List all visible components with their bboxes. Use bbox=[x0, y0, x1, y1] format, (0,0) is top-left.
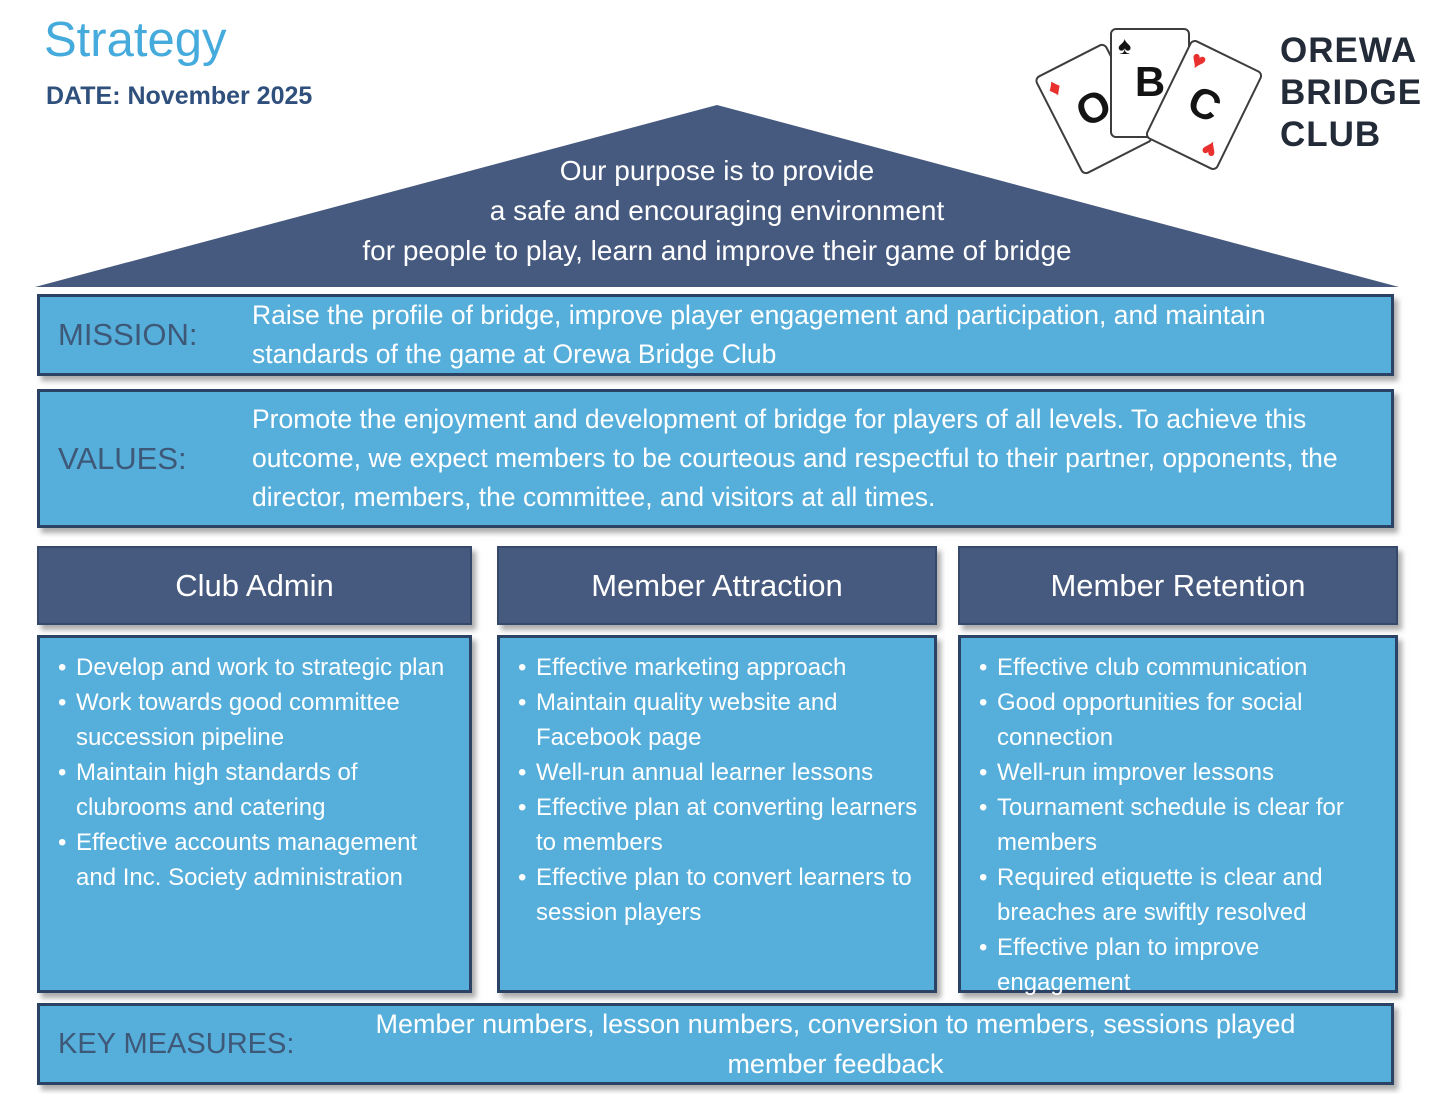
purpose-statement: Our purpose is to provide a safe and enc… bbox=[35, 151, 1399, 271]
bullet-item: Develop and work to strategic plan bbox=[56, 650, 461, 685]
club-name: OREWA BRIDGE CLUB bbox=[1280, 30, 1422, 156]
bullet-item: Effective plan to convert learners to se… bbox=[516, 860, 926, 930]
purpose-line: a safe and encouraging environment bbox=[489, 195, 945, 226]
key-measures-label: KEY MEASURES: bbox=[58, 1027, 295, 1060]
purpose-line: for people to play, learn and improve th… bbox=[362, 235, 1072, 266]
key-measures-line: Member numbers, lesson numbers, conversi… bbox=[375, 1009, 1296, 1039]
club-logo: ♦ O ♦ ♠ B ♠ ♥ C ♥ bbox=[1033, 22, 1282, 182]
pillar-club-admin: Club Admin Develop and work to strategic… bbox=[37, 546, 472, 993]
page-title: Strategy bbox=[44, 13, 227, 67]
mission-box: MISSION: Raise the profile of bridge, im… bbox=[37, 294, 1394, 376]
values-label: VALUES: bbox=[58, 440, 187, 476]
pillar-header: Club Admin bbox=[37, 546, 472, 625]
key-measures-line: member feedback bbox=[727, 1049, 944, 1079]
pillar-bullet-list: Develop and work to strategic planWork t… bbox=[37, 635, 472, 993]
bullet-item: Maintain quality website and Facebook pa… bbox=[516, 685, 926, 755]
pillar-member-retention: Member Retention Effective club communic… bbox=[958, 546, 1398, 996]
key-measures-box: KEY MEASURES: Member numbers, lesson num… bbox=[37, 1003, 1394, 1085]
heart-suit-icon: ♥ bbox=[1185, 45, 1211, 77]
pillar-bullet-list: Effective club communicationGood opportu… bbox=[958, 635, 1398, 996]
pillar-header: Member Retention bbox=[958, 546, 1398, 625]
purpose-line: Our purpose is to provide bbox=[559, 155, 875, 186]
card-letter: B bbox=[1134, 58, 1166, 106]
club-name-line: BRIDGE bbox=[1280, 73, 1423, 112]
pillar-bullet-list: Effective marketing approachMaintain qua… bbox=[497, 635, 937, 993]
card-letter: C bbox=[1180, 75, 1229, 132]
key-measures-text: Member numbers, lesson numbers, conversi… bbox=[310, 1004, 1391, 1084]
mission-text: Raise the profile of bridge, improve pla… bbox=[252, 300, 1266, 369]
bullet-item: Work towards good committee succession p… bbox=[56, 685, 461, 755]
bullet-item: Effective club communication bbox=[977, 650, 1387, 685]
pillar-header: Member Attraction bbox=[497, 546, 937, 625]
bullet-item: Effective plan at converting learners to… bbox=[516, 790, 926, 860]
bullet-item: Well-run improver lessons bbox=[977, 755, 1387, 790]
club-name-line: CLUB bbox=[1280, 115, 1382, 154]
spade-suit-icon: ♠ bbox=[1118, 32, 1132, 60]
club-name-line: OREWA bbox=[1280, 31, 1418, 70]
values-text: Promote the enjoyment and development of… bbox=[252, 404, 1338, 512]
bullet-item: Effective marketing approach bbox=[516, 650, 926, 685]
bullet-item: Effective plan to improve engagement bbox=[977, 930, 1387, 1000]
bullet-item: Well-run annual learner lessons bbox=[516, 755, 926, 790]
date-label: DATE: November 2025 bbox=[46, 82, 313, 110]
bullet-item: Good opportunities for social connection bbox=[977, 685, 1387, 755]
diamond-suit-icon: ♦ bbox=[1042, 72, 1067, 104]
values-box: VALUES: Promote the enjoyment and develo… bbox=[37, 389, 1394, 528]
heart-suit-icon: ♥ bbox=[1197, 133, 1223, 165]
mission-label: MISSION: bbox=[58, 317, 198, 352]
pillar-member-attraction: Member Attraction Effective marketing ap… bbox=[497, 546, 937, 993]
bullet-item: Maintain high standards of clubrooms and… bbox=[56, 755, 461, 825]
bullet-item: Tournament schedule is clear for members bbox=[977, 790, 1387, 860]
bullet-item: Required etiquette is clear and breaches… bbox=[977, 860, 1387, 930]
bullet-item: Effective accounts management and Inc. S… bbox=[56, 825, 461, 895]
